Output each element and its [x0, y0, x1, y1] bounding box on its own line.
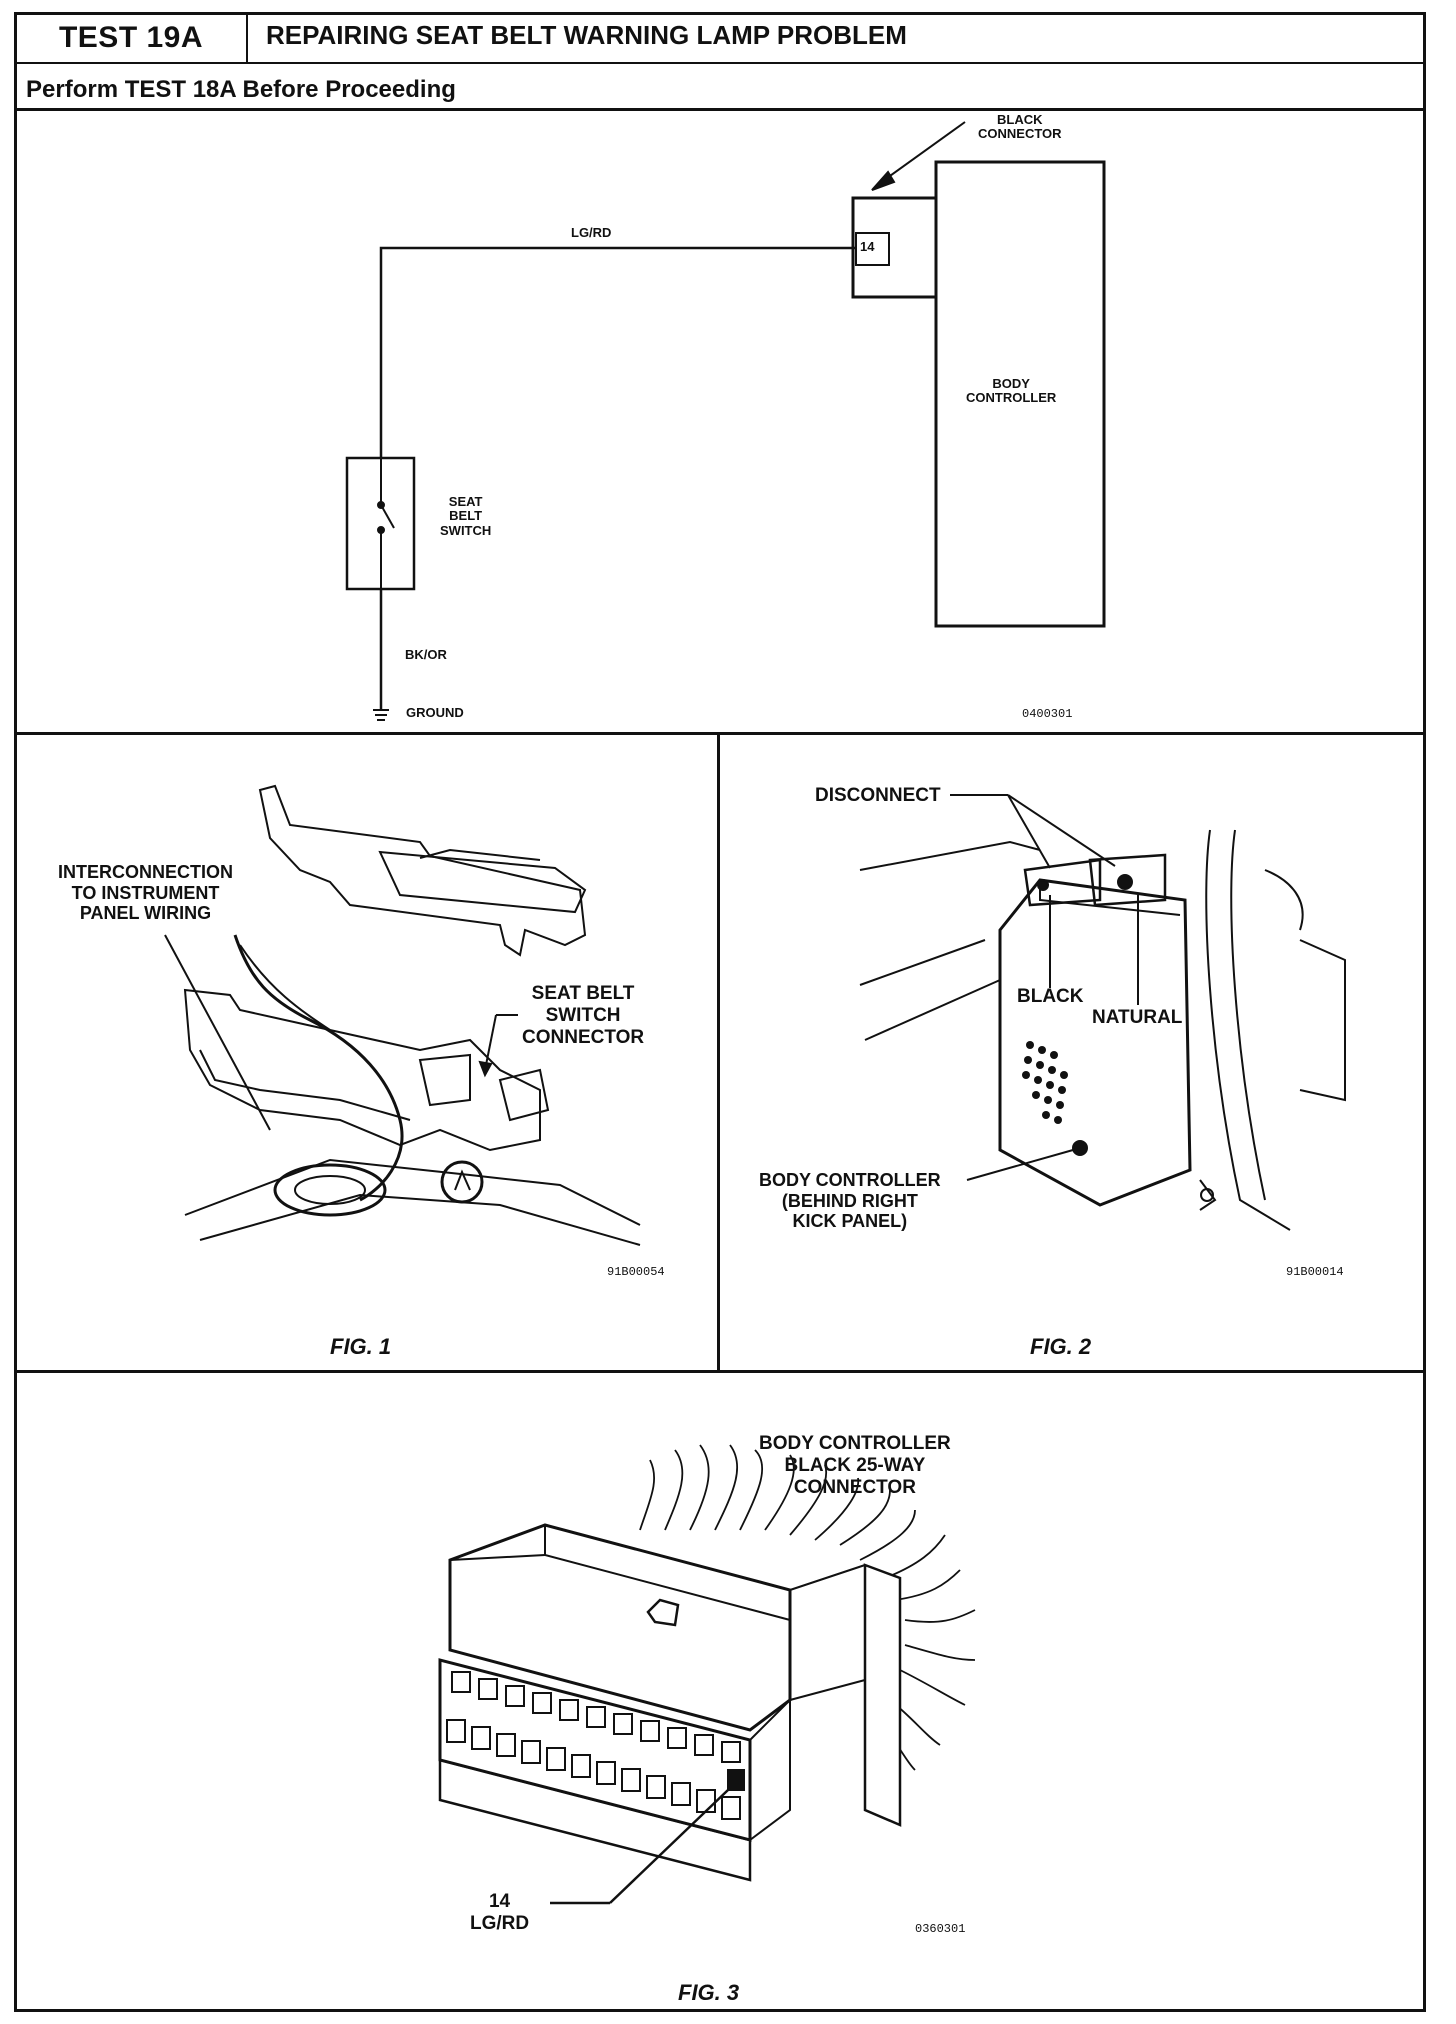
- subtitle-divider: [14, 108, 1426, 111]
- interconnection-leader: [164, 934, 271, 1131]
- connector-flange: [863, 1563, 902, 1827]
- prerequisite-note: Perform TEST 18A Before Proceeding: [26, 76, 456, 103]
- test-title: REPAIRING SEAT BELT WARNING LAMP PROBLEM: [266, 20, 907, 50]
- wiring-schematic: [345, 121, 1106, 721]
- fig1-code: 91B00054: [607, 1265, 665, 1279]
- fig2-natural-label: NATURAL: [1092, 1007, 1183, 1028]
- fig2-black-label: BLACK: [1017, 986, 1084, 1007]
- harness-coil: [273, 1163, 387, 1217]
- fig2-body-controller-illustration: [859, 794, 1346, 1231]
- test-id: TEST 19A: [16, 14, 248, 62]
- fig1-switch-connector-label: SEAT BELT SWITCH CONNECTOR: [522, 983, 645, 1048]
- fig3-connector-label: BODY CONTROLLER BLACK 25-WAY CONNECTOR: [759, 1433, 951, 1498]
- fig1-interconnection-label: INTERCONNECTION TO INSTRUMENT PANEL WIRI…: [58, 862, 233, 924]
- black-connector-label: BLACK CONNECTOR: [978, 112, 1062, 142]
- fig2-body-controller-label: BODY CONTROLLER (BEHIND RIGHT KICK PANEL…: [759, 1170, 941, 1232]
- fig3-pin-label: 14 LG/RD: [470, 1891, 530, 1934]
- upper-cavity-row: [451, 1671, 741, 1763]
- connector-latch: [646, 1598, 680, 1627]
- fig2-caption: FIG. 2: [1030, 1334, 1092, 1359]
- page-frame: [14, 12, 1426, 2012]
- vent-holes: [1022, 1041, 1068, 1124]
- lg-rd-wire: [379, 246, 856, 458]
- ground-label: GROUND: [406, 705, 464, 720]
- pin-14-cavity: [727, 1769, 745, 1791]
- lg-rd-label: LG/RD: [571, 225, 612, 240]
- figures-divider: [14, 1370, 1426, 1373]
- natural-connector: [1088, 853, 1167, 907]
- body-controller-box: [934, 160, 1106, 628]
- body-controller-leader: [966, 1149, 1074, 1181]
- schematic-divider: [14, 732, 1426, 735]
- pin-14-label: 14: [860, 239, 875, 254]
- ground-symbol: [373, 709, 389, 721]
- header-divider: [14, 62, 1426, 64]
- fig3-code: 0360301: [915, 1922, 966, 1936]
- fig3-caption: FIG. 3: [678, 1980, 740, 2005]
- lower-cavity-row: [446, 1719, 745, 1820]
- bk-or-label: BK/OR: [405, 647, 447, 662]
- seat-belt-switch-label: SEAT BELT SWITCH: [440, 494, 492, 538]
- fig2-disconnect-label: DISCONNECT: [815, 785, 941, 806]
- black-connector: [1023, 858, 1102, 907]
- fig1-fig2-divider: [717, 732, 720, 1372]
- fig1-instrument-panel-illustration: [164, 784, 641, 1246]
- fig1-caption: FIG. 1: [330, 1334, 392, 1359]
- fig2-code: 91B00014: [1286, 1265, 1344, 1279]
- schematic-code: 0400301: [1022, 707, 1073, 721]
- body-controller-label: BODY CONTROLLER: [966, 376, 1057, 406]
- switch-connector-circle: [440, 1160, 484, 1204]
